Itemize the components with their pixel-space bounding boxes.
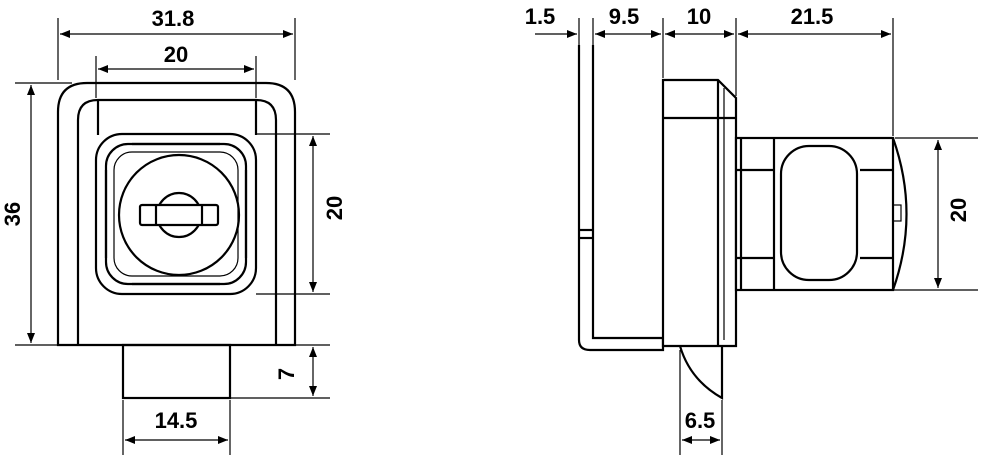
cylinder-window — [779, 144, 859, 282]
dim-label-6-5: 6.5 — [685, 408, 716, 433]
dim-label-21-5: 21.5 — [791, 4, 834, 29]
dim-label-7: 7 — [274, 368, 299, 380]
lock-cylinder-face — [117, 153, 241, 277]
cylinder-cap — [891, 137, 908, 291]
dim-label-31-8: 31.8 — [152, 6, 195, 31]
front-bracket-outline — [56, 81, 297, 347]
bottom-tab — [121, 343, 232, 400]
side-view: 1.5 9.5 10 21.5 20 6.5 — [525, 4, 978, 455]
lock-body — [661, 78, 738, 348]
cylinder-body — [734, 136, 895, 292]
dim-label-1-5: 1.5 — [525, 4, 556, 29]
mounting-plate — [577, 45, 665, 352]
dim-label-9-5: 9.5 — [609, 4, 640, 29]
front-view: 31.8 20 36 20 7 14.5 — [0, 6, 347, 455]
keyhole-slot — [138, 203, 220, 227]
dim-label-14-5: 14.5 — [155, 408, 198, 433]
dim-label-20-side: 20 — [946, 198, 971, 222]
cam — [678, 345, 724, 400]
dim-label-10: 10 — [687, 4, 711, 29]
dim-label-20-top: 20 — [164, 42, 188, 67]
dim-label-36: 36 — [0, 202, 25, 226]
front-bracket-inner — [76, 98, 278, 345]
dim-label-20-right: 20 — [322, 196, 347, 220]
